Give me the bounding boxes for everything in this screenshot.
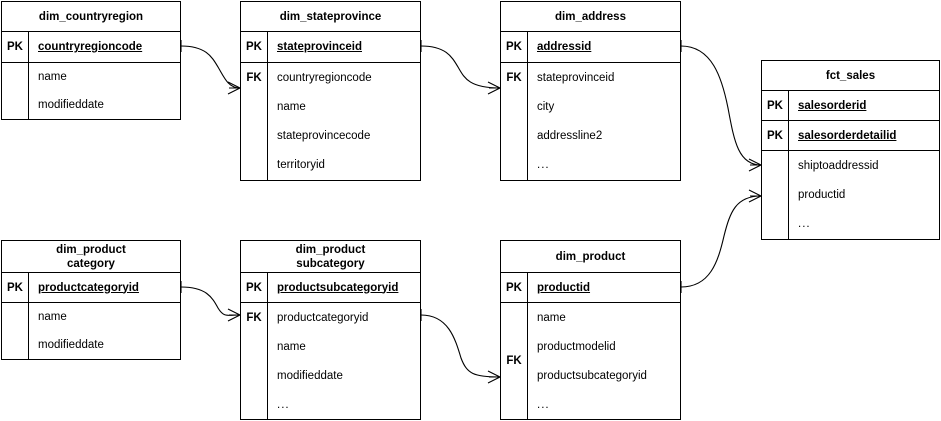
entity-dim-stateprovince[interactable]: dim_stateprovince PK stateprovinceid FK … — [240, 1, 421, 181]
entity-dim-countryregion[interactable]: dim_countryregion PK countryregioncode n… — [1, 1, 181, 120]
key-row-pk[interactable]: PK productsubcategoryid — [241, 273, 420, 303]
attribute-list: stateprovinceid city addressline2 ... — [528, 63, 680, 180]
body-key-marker — [2, 63, 29, 119]
attribute: city — [537, 100, 555, 113]
entity-title: dim_product subcategory — [241, 241, 420, 273]
field-name: productcategoryid — [29, 273, 180, 302]
pk-field-label: salesorderdetailid — [798, 129, 897, 142]
attribute-list: productcategoryid name modifieddate ... — [268, 303, 420, 419]
body-key-marker: FK — [501, 303, 528, 419]
attribute: productcategoryid — [277, 311, 369, 324]
attribute: modifieddate — [38, 339, 104, 351]
body-key-marker — [2, 303, 29, 359]
attribute: modifieddate — [38, 99, 104, 111]
entity-fct-sales[interactable]: fct_sales PK salesorderid PK salesorderd… — [761, 60, 940, 240]
pk-field-label: stateprovinceid — [277, 41, 362, 53]
pk-field-label: addressid — [537, 41, 592, 53]
pk-field-label: productsubcategoryid — [277, 281, 399, 294]
attribute: ... — [277, 398, 290, 411]
key-row-pk[interactable]: PK productid — [501, 273, 680, 303]
attribute-block: name modifieddate — [2, 63, 180, 119]
attribute: ... — [537, 398, 550, 411]
entity-title: dim_product — [501, 241, 680, 273]
key-marker: PK — [2, 273, 29, 302]
pk-field-label: salesorderid — [798, 99, 867, 112]
attribute: stateprovinceid — [537, 71, 615, 84]
body-key-marker: FK — [241, 63, 268, 180]
key-marker: PK — [501, 32, 528, 62]
attribute-block: FK stateprovinceid city addressline2 ... — [501, 63, 680, 180]
key-row-pk[interactable]: PK addressid — [501, 32, 680, 63]
attribute: name — [277, 100, 306, 113]
attribute-list: name modifieddate — [29, 63, 180, 119]
attribute-block: FK name productmodelid productsubcategor… — [501, 303, 680, 419]
pk-field-label: productid — [537, 281, 591, 294]
attribute: stateprovincecode — [277, 130, 371, 143]
key-row-pk[interactable]: PK salesorderdetailid — [762, 121, 939, 151]
entity-dim-address[interactable]: dim_address PK addressid FK stateprovinc… — [500, 1, 681, 181]
key-row-pk[interactable]: PK countryregioncode — [2, 32, 180, 63]
body-key-marker: FK — [241, 303, 268, 419]
entity-dim-product[interactable]: dim_product PK productid FK name product… — [500, 240, 681, 420]
key-marker: PK — [762, 91, 789, 120]
edge-product-to-sales — [680, 189, 762, 293]
key-row-pk[interactable]: PK productcategoryid — [2, 273, 180, 303]
attribute: ... — [537, 159, 550, 172]
body-key-marker: FK — [501, 63, 528, 180]
field-name: addressid — [528, 32, 680, 62]
key-marker: PK — [2, 32, 29, 62]
entity-title: dim_stateprovince — [241, 2, 420, 32]
field-name: salesorderdetailid — [789, 121, 939, 150]
attribute: name — [277, 340, 306, 353]
key-marker: PK — [241, 32, 268, 62]
field-name: stateprovinceid — [268, 32, 420, 62]
entity-dim-productcategory[interactable]: dim_product category PK productcategoryi… — [1, 240, 181, 360]
field-name: productsubcategoryid — [268, 273, 420, 302]
entity-title: fct_sales — [762, 61, 939, 91]
attribute: countryregioncode — [277, 71, 372, 84]
attribute-block: name modifieddate — [2, 303, 180, 359]
entity-title: dim_address — [501, 2, 680, 32]
attribute: addressline2 — [537, 130, 603, 143]
attribute: modifieddate — [277, 369, 343, 382]
key-marker: PK — [241, 273, 268, 302]
key-row-pk[interactable]: PK stateprovinceid — [241, 32, 420, 63]
edge-countryregion-to-stateprovince — [180, 40, 241, 95]
edge-productcategory-to-productsubcategory — [180, 281, 241, 322]
body-key-marker — [762, 151, 789, 239]
field-name: salesorderid — [789, 91, 939, 120]
attribute-block: FK countryregioncode name stateprovincec… — [241, 63, 420, 180]
attribute: name — [38, 311, 67, 323]
edge-productsubcategory-to-product — [420, 309, 501, 384]
pk-field-label: countryregioncode — [38, 41, 143, 53]
edge-stateprovince-to-address — [420, 40, 501, 95]
pk-field-label: productcategoryid — [38, 281, 139, 294]
attribute: productsubcategoryid — [537, 369, 647, 382]
attribute: productid — [798, 188, 846, 201]
key-row-pk[interactable]: PK salesorderid — [762, 91, 939, 121]
attribute: ... — [798, 218, 811, 231]
attribute: territoryid — [277, 159, 325, 172]
entity-dim-productsubcategory[interactable]: dim_product subcategory PK productsubcat… — [240, 240, 421, 420]
entity-title: dim_countryregion — [2, 2, 180, 32]
key-marker: PK — [762, 121, 789, 150]
attribute: productmodelid — [537, 340, 616, 353]
attribute-list: name modifieddate — [29, 303, 180, 359]
field-name: countryregioncode — [29, 32, 180, 62]
attribute: name — [38, 71, 67, 83]
attribute-block: FK productcategoryid name modifieddate .… — [241, 303, 420, 419]
key-marker: PK — [501, 273, 528, 302]
attribute: name — [537, 311, 566, 324]
field-name: productid — [528, 273, 680, 302]
attribute: shiptoaddressid — [798, 159, 879, 172]
edge-address-to-sales — [680, 40, 762, 172]
entity-title: dim_product category — [2, 241, 180, 273]
attribute-list: countryregioncode name stateprovincecode… — [268, 63, 420, 180]
attribute-block: shiptoaddressid productid ... — [762, 151, 939, 239]
attribute-list: shiptoaddressid productid ... — [789, 151, 939, 239]
attribute-list: name productmodelid productsubcategoryid… — [528, 303, 680, 419]
